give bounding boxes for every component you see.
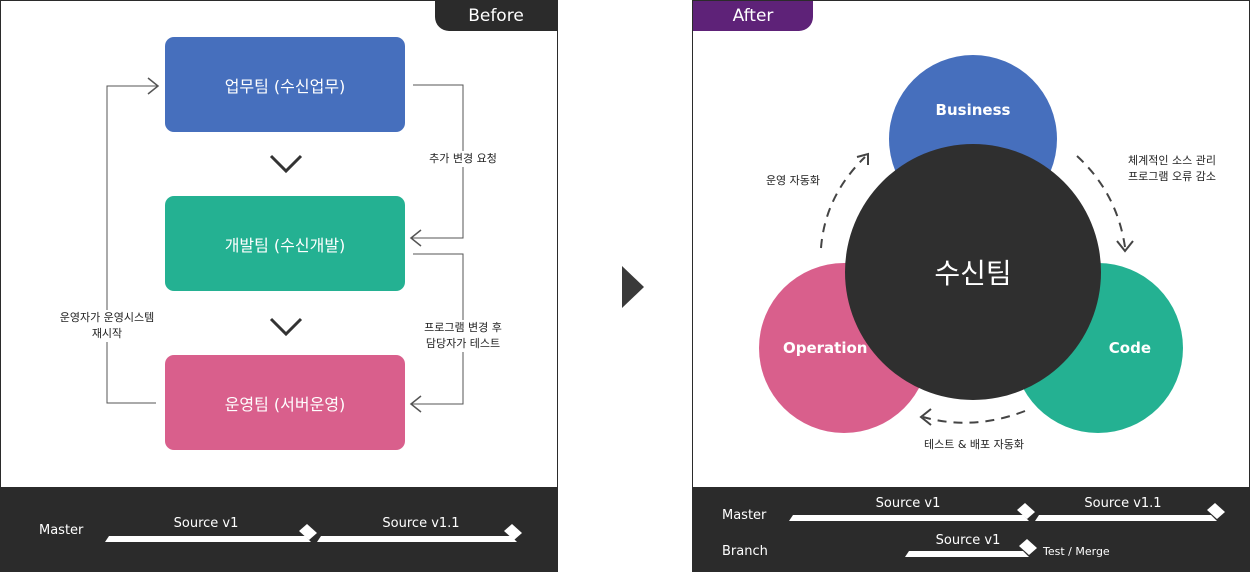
arrow-head-icon xyxy=(1116,240,1134,253)
cycle-arrow-left xyxy=(820,156,866,249)
test-deploy-automation-label: 테스트 & 배포 자동화 xyxy=(923,438,1025,451)
arrow-right-icon xyxy=(147,77,160,95)
before-footer: Master Source v1 Source v1.1 xyxy=(1,487,557,571)
test-label-line1: 프로그램 변경 후 xyxy=(424,321,502,334)
chevron-down-icon xyxy=(269,154,303,174)
triangle-right-icon xyxy=(622,266,644,308)
diamond-marker-icon xyxy=(1017,503,1035,519)
business-team-box: 업무팀 (수신업무) xyxy=(165,37,405,132)
arrow-left-icon xyxy=(409,395,422,413)
diamond-marker-icon xyxy=(299,524,317,540)
request-label: 추가 변경 요청 xyxy=(403,151,523,167)
after-tag: After xyxy=(693,1,813,31)
source-v11-label: Source v1.1 xyxy=(382,516,460,531)
diamond-marker-icon xyxy=(1019,539,1037,555)
code-circle-label: Code xyxy=(1108,339,1151,357)
master-label: Master xyxy=(722,508,767,523)
cycle-arrow-bottom xyxy=(922,410,1026,424)
source-management-line2: 프로그램 오류 감소 xyxy=(1128,170,1216,183)
version-bar xyxy=(105,536,311,542)
business-circle-label: Business xyxy=(935,101,1011,119)
before-flow-lines xyxy=(106,77,464,413)
restart-label: 운영자가 운영시스템 재시작 xyxy=(47,310,167,342)
source-management-label: 체계적인 소스 관리 프로그램 오류 감소 xyxy=(1093,153,1249,185)
ops-automation-label: 운영 자동화 xyxy=(765,174,821,187)
version-bar xyxy=(1035,515,1217,521)
diamond-marker-icon xyxy=(1207,503,1225,519)
center-team-circle: 수신팀 xyxy=(845,144,1101,400)
after-footer: Master Branch Source v1 Source v1.1 Sour… xyxy=(693,487,1249,571)
test-label-line2: 담당자가 테스트 xyxy=(425,337,501,350)
operation-circle-label: Operation xyxy=(783,339,868,357)
arrow-left-icon xyxy=(409,229,422,247)
dev-team-box: 개발팀 (수신개발) xyxy=(165,196,405,291)
arrow-head-icon xyxy=(856,152,869,165)
test-merge-label: Test / Merge xyxy=(1043,545,1110,558)
source-management-line1: 체계적인 소스 관리 xyxy=(1128,154,1216,167)
before-panel: Before 업무팀 (수신업무) 개발팀 (수신개발) 운영팀 (서버운영) … xyxy=(0,0,558,572)
transition-arrow xyxy=(622,266,644,308)
after-panel: After Business Operation Code 수신팀 운영 자동화… xyxy=(692,0,1250,572)
master-label: Master xyxy=(39,523,84,538)
master-source-v1-label: Source v1 xyxy=(875,496,941,511)
cycle-arrow-right xyxy=(1076,155,1126,248)
master-source-v11-label: Source v1.1 xyxy=(1084,496,1162,511)
source-v1-label: Source v1 xyxy=(173,516,239,531)
arrow-head-icon xyxy=(919,408,932,426)
before-version-bars xyxy=(105,524,522,542)
version-bar xyxy=(317,536,517,542)
chevron-down-icon xyxy=(269,317,303,337)
restart-label-line2: 재시작 xyxy=(91,327,123,340)
after-cycle-arrows xyxy=(820,152,1134,426)
diamond-marker-icon xyxy=(504,524,522,540)
branch-label: Branch xyxy=(722,544,768,559)
branch-source-v1-label: Source v1 xyxy=(935,533,1001,548)
before-tag: Before xyxy=(435,1,557,31)
version-bar xyxy=(789,515,1029,521)
version-bar xyxy=(905,551,1029,557)
restart-label-line1: 운영자가 운영시스템 xyxy=(59,311,155,324)
after-version-bars xyxy=(789,503,1225,557)
test-label: 프로그램 변경 후 담당자가 테스트 xyxy=(403,320,523,352)
ops-team-box: 운영팀 (서버운영) xyxy=(165,355,405,450)
restart-connector xyxy=(106,85,158,404)
